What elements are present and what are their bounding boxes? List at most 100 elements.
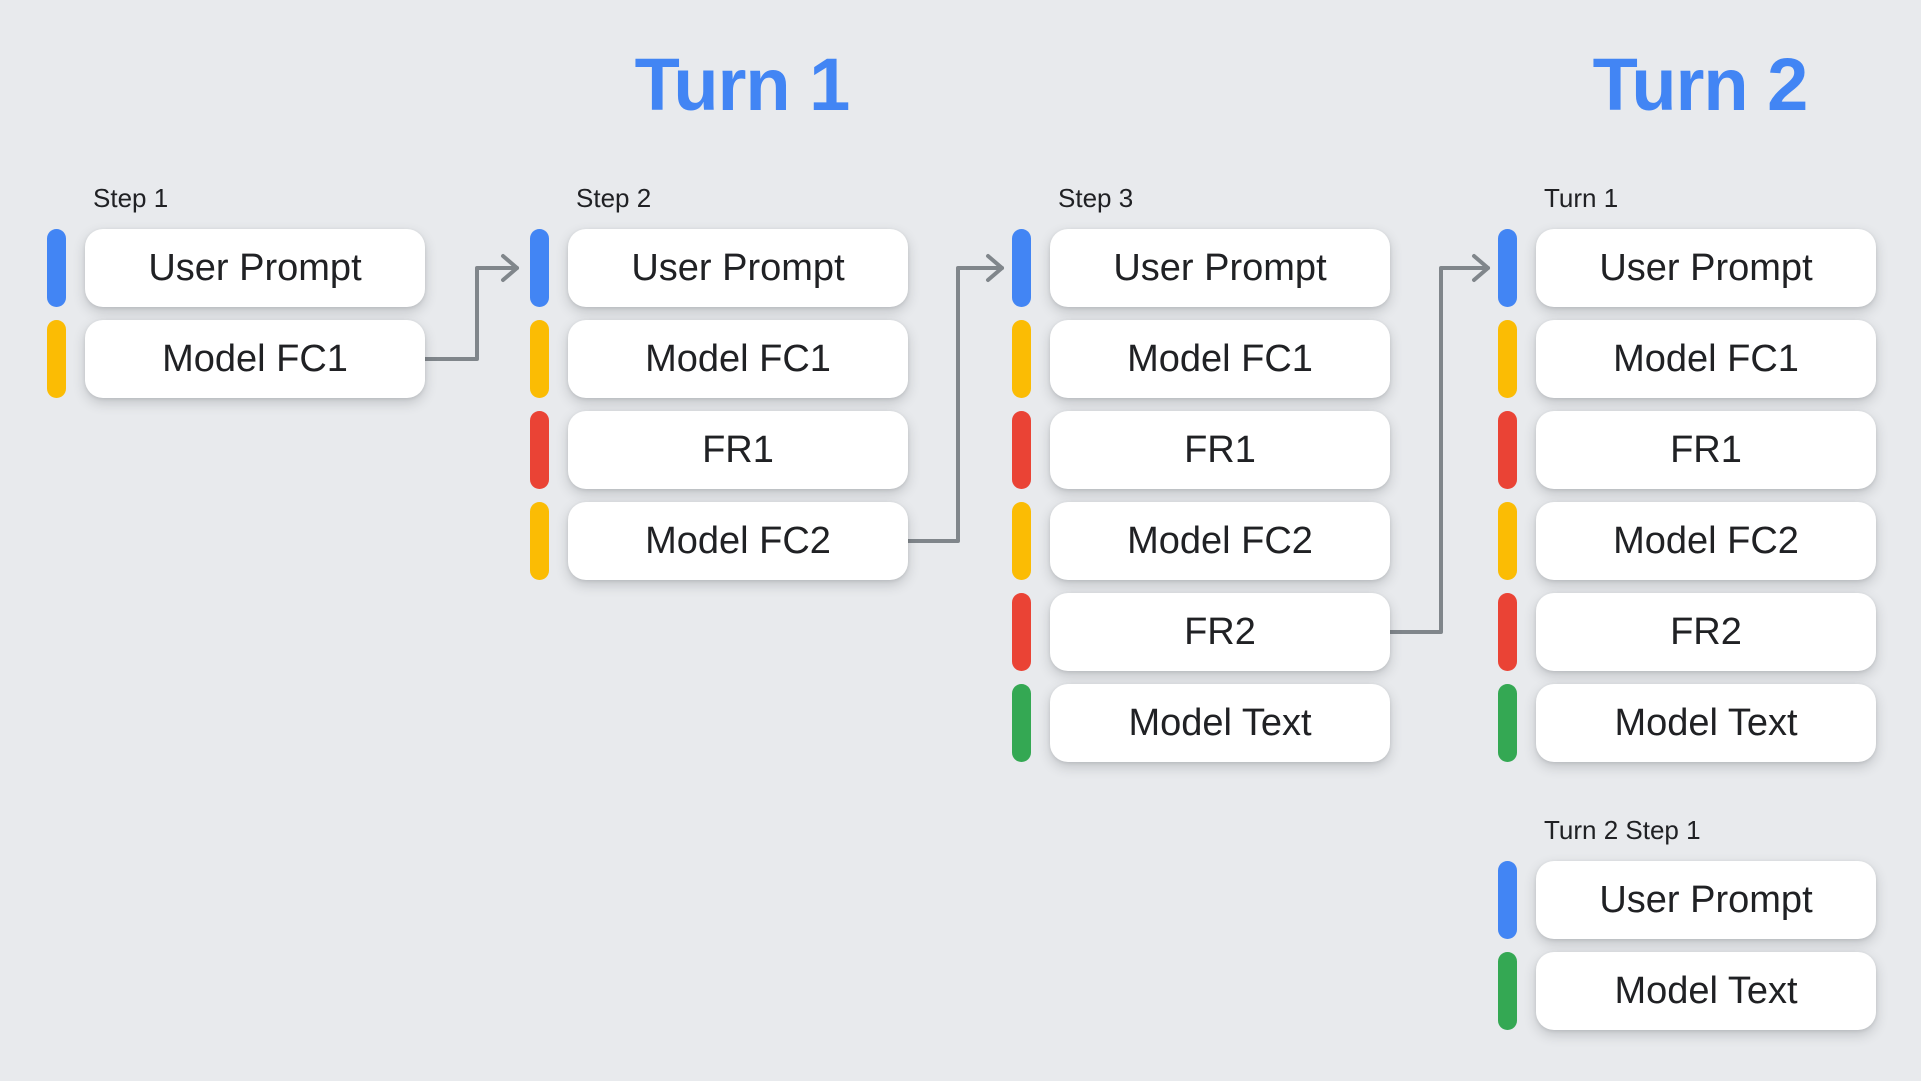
message-card: Model Text	[1050, 684, 1390, 762]
role-color-bar	[1498, 502, 1517, 580]
column-label-turn2-step1: Turn 2 Step 1	[1544, 815, 1701, 845]
message-row: Model FC2	[530, 502, 908, 580]
message-card: User Prompt	[1536, 861, 1876, 939]
role-color-bar	[1012, 684, 1031, 762]
message-card-label: FR2	[1670, 611, 1742, 653]
connector-arrow-step3-to-turn2	[1388, 254, 1490, 634]
column-turn2-step1: Turn 2 Step 1 User Prompt Model Text	[1498, 815, 1876, 1030]
column-step3: Step 3 User Prompt Model FC1 FR1	[1012, 183, 1390, 762]
message-card: User Prompt	[1536, 229, 1876, 307]
message-card: User Prompt	[1050, 229, 1390, 307]
message-card-label: Model FC1	[162, 338, 348, 380]
message-card-label: User Prompt	[1113, 247, 1327, 289]
connector-arrow-step2-to-step3	[906, 254, 1004, 543]
role-color-bar	[530, 411, 549, 489]
column-label-step1: Step 1	[93, 183, 169, 213]
message-card-label: User Prompt	[1599, 879, 1813, 921]
message-card-label: User Prompt	[1599, 247, 1813, 289]
message-row: User Prompt	[1012, 229, 1390, 307]
message-card-label: User Prompt	[631, 247, 845, 289]
message-card-label: Model FC2	[645, 520, 831, 562]
message-card-label: FR1	[1670, 429, 1742, 471]
message-row: Model Text	[1012, 684, 1390, 762]
message-card: FR1	[568, 411, 908, 489]
message-card: FR2	[1050, 593, 1390, 671]
message-card: User Prompt	[85, 229, 425, 307]
role-color-bar	[1498, 861, 1517, 939]
message-card-label: Model Text	[1614, 970, 1798, 1012]
message-row: FR2	[1498, 593, 1876, 671]
message-card: FR1	[1050, 411, 1390, 489]
column-label-step2: Step 2	[576, 183, 652, 213]
message-card-label: User Prompt	[148, 247, 362, 289]
message-card-label: FR2	[1184, 611, 1256, 653]
role-color-bar	[1498, 684, 1517, 762]
message-card: Model FC1	[1536, 320, 1876, 398]
message-card: Model Text	[1536, 952, 1876, 1030]
column-label-step3: Step 3	[1058, 183, 1134, 213]
message-row: Model Text	[1498, 684, 1876, 762]
connector-arrow-step1-to-step2	[423, 254, 519, 361]
message-card: FR1	[1536, 411, 1876, 489]
message-card: Model FC2	[568, 502, 908, 580]
message-card-label: Model FC2	[1613, 520, 1799, 562]
role-color-bar	[530, 502, 549, 580]
turn-2-heading: Turn 2	[1592, 43, 1809, 126]
role-color-bar	[1012, 502, 1031, 580]
message-row: User Prompt	[530, 229, 908, 307]
column-turn1-history: Turn 1 User Prompt Model FC1 FR1	[1498, 183, 1876, 762]
message-card-label: Model Text	[1128, 702, 1312, 744]
column-step1: Step 1 User Prompt Model FC1	[47, 183, 425, 398]
message-row: User Prompt	[47, 229, 425, 307]
message-card-label: Model FC1	[1127, 338, 1313, 380]
column-rows: User Prompt Model FC1	[47, 229, 425, 398]
role-color-bar	[530, 229, 549, 307]
message-row: FR1	[1498, 411, 1876, 489]
message-card: FR2	[1536, 593, 1876, 671]
message-row: FR2	[1012, 593, 1390, 671]
message-row: User Prompt	[1498, 861, 1876, 939]
message-card-label: Model FC1	[645, 338, 831, 380]
message-row: Model FC1	[1498, 320, 1876, 398]
column-rows: User Prompt Model FC1 FR1 Model FC2	[1012, 229, 1390, 762]
message-row: Model Text	[1498, 952, 1876, 1030]
message-card: Model FC2	[1050, 502, 1390, 580]
message-card-label: Model FC2	[1127, 520, 1313, 562]
role-color-bar	[1498, 411, 1517, 489]
message-card: Model Text	[1536, 684, 1876, 762]
role-color-bar	[1498, 593, 1517, 671]
message-row: Model FC2	[1498, 502, 1876, 580]
message-card: Model FC1	[568, 320, 908, 398]
message-card: Model FC2	[1536, 502, 1876, 580]
role-color-bar	[47, 229, 66, 307]
role-color-bar	[530, 320, 549, 398]
role-color-bar	[1498, 952, 1517, 1030]
column-step2: Step 2 User Prompt Model FC1 FR1	[530, 183, 908, 580]
message-row: Model FC1	[1012, 320, 1390, 398]
role-color-bar	[1012, 229, 1031, 307]
message-card: Model FC1	[1050, 320, 1390, 398]
role-color-bar	[47, 320, 66, 398]
message-card-label: FR1	[1184, 429, 1256, 471]
message-card-label: Model FC1	[1613, 338, 1799, 380]
message-card-label: FR1	[702, 429, 774, 471]
turn-1-heading: Turn 1	[634, 43, 851, 126]
role-color-bar	[1498, 320, 1517, 398]
message-card: User Prompt	[568, 229, 908, 307]
role-color-bar	[1498, 229, 1517, 307]
column-rows: User Prompt Model FC1 FR1 Model FC2	[1498, 229, 1876, 762]
column-rows: User Prompt Model FC1 FR1 Model FC2	[530, 229, 908, 580]
message-card-label: Model Text	[1614, 702, 1798, 744]
role-color-bar	[1012, 593, 1031, 671]
role-color-bar	[1012, 320, 1031, 398]
role-color-bar	[1012, 411, 1031, 489]
column-rows: User Prompt Model Text	[1498, 861, 1876, 1030]
message-row: Model FC2	[1012, 502, 1390, 580]
message-row: Model FC1	[47, 320, 425, 398]
message-row: User Prompt	[1498, 229, 1876, 307]
message-row: Model FC1	[530, 320, 908, 398]
message-row: FR1	[1012, 411, 1390, 489]
message-card: Model FC1	[85, 320, 425, 398]
column-label-turn1-history: Turn 1	[1544, 183, 1619, 213]
